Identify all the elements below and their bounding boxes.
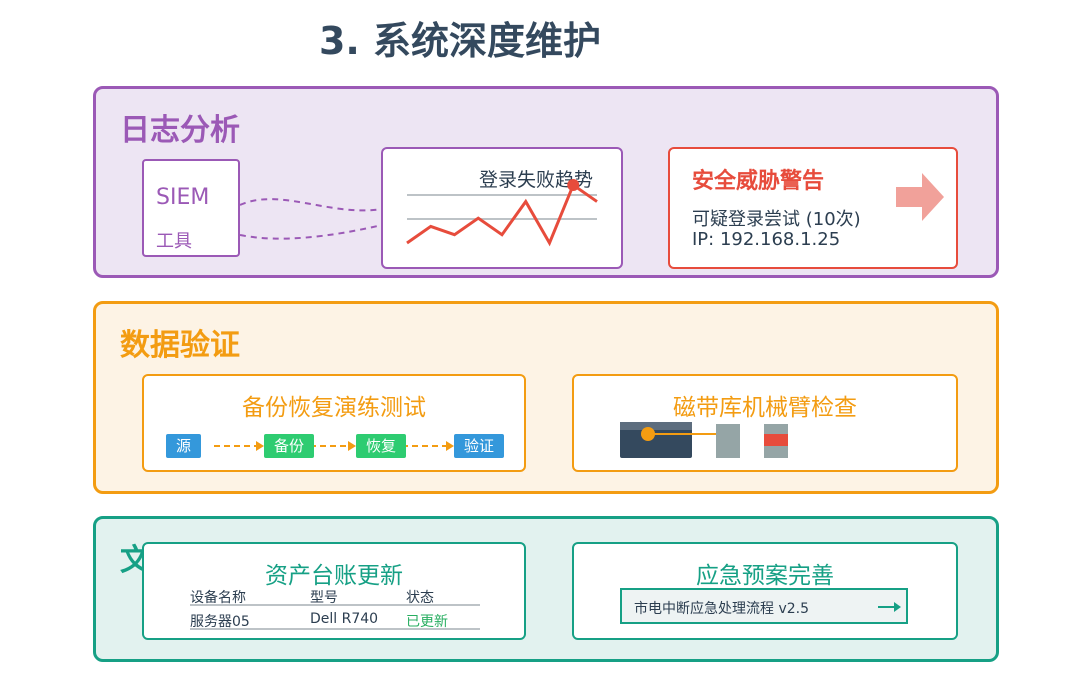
asset-table: 设备名称 型号 状态 服务器05 Dell R740 已更新	[190, 584, 480, 632]
cell-status: 已更新	[406, 614, 448, 630]
plan-item-label: 市电中断应急处理流程 v2.5	[634, 601, 809, 617]
connector-upper	[240, 198, 382, 212]
tape-drive-slot	[620, 422, 692, 430]
step-restore: 恢复	[356, 434, 407, 458]
login-failure-trend-card: 登录失败趋势	[381, 147, 623, 269]
cell-device: 服务器05	[190, 614, 250, 630]
step-source: 源	[166, 434, 202, 458]
documentation-section: 文档更新 资产台账更新 设备名称 型号 状态 服务器05 Dell R740 已…	[93, 516, 999, 662]
tape-slot-alert	[764, 434, 788, 446]
page-title: 3. 系统深度维护	[318, 19, 602, 63]
tape-library-card: 磁带库机械臂检查	[572, 374, 958, 472]
header-model: 型号	[310, 590, 338, 606]
flow-arrowhead-3	[446, 441, 454, 451]
asset-ledger-card: 资产台账更新 设备名称 型号 状态 服务器05 Dell R740 已更新	[142, 542, 526, 640]
step-verify: 验证	[454, 434, 505, 458]
trend-line	[406, 182, 598, 247]
table-divider	[190, 604, 480, 606]
asset-title: 资产台账更新	[265, 563, 403, 589]
plan-document: 市电中断应急处理流程 v2.5	[620, 588, 908, 624]
trend-title: 登录失败趋势	[478, 169, 593, 191]
robot-arm-joint	[641, 427, 655, 441]
table-header-row: 设备名称 型号 状态	[190, 584, 480, 608]
alert-ip: IP: 192.168.1.25	[692, 229, 841, 250]
siem-label: SIEM	[156, 185, 210, 210]
trend-chart	[406, 179, 598, 247]
log-analysis-heading: 日志分析	[120, 113, 240, 148]
header-device: 设备名称	[190, 590, 246, 606]
security-alert-card: 安全威胁警告 可疑登录尝试 (10次) IP: 192.168.1.25	[668, 147, 958, 269]
plan-title: 应急预案完善	[696, 563, 834, 589]
tape-title: 磁带库机械臂检查	[673, 395, 857, 421]
tape-library-illustration	[620, 422, 788, 458]
flow-arrowhead-1	[256, 441, 264, 451]
arrow-right-icon	[896, 173, 944, 221]
data-verification-section: 数据验证 备份恢复演练测试 源 备份 恢复 验证 磁带库机械臂检查	[93, 301, 999, 494]
trend-peak-point	[567, 179, 580, 191]
step-backup: 备份	[264, 434, 315, 458]
siem-sub-label: 工具	[156, 231, 192, 252]
backup-restore-card: 备份恢复演练测试 源 备份 恢复 验证	[142, 374, 526, 472]
siem-tool-card: SIEM 工具	[142, 159, 240, 257]
log-analysis-section: 日志分析 SIEM 工具 登录失败趋势 安全威胁警告 可疑登录尝试 (10次) …	[93, 86, 999, 278]
siem-connector-lines	[240, 198, 382, 240]
emergency-plan-card: 应急预案完善 市电中断应急处理流程 v2.5	[572, 542, 958, 640]
tape-slot-a	[716, 424, 740, 458]
alert-detail: 可疑登录尝试 (10次)	[692, 209, 861, 230]
backup-title: 备份恢复演练测试	[242, 395, 426, 421]
tape-drive-body	[620, 422, 692, 458]
header-status: 状态	[406, 590, 434, 606]
data-verification-heading: 数据验证	[120, 328, 240, 363]
arrow-right-icon	[878, 602, 901, 612]
cell-model: Dell R740	[310, 611, 379, 627]
flow-arrowhead-2	[348, 441, 356, 451]
table-bottom-rule	[190, 628, 480, 630]
table-row: 服务器05 Dell R740 已更新	[190, 608, 480, 632]
flow-arrows	[214, 441, 454, 451]
connector-lower	[240, 224, 382, 240]
alert-title: 安全威胁警告	[692, 169, 825, 194]
